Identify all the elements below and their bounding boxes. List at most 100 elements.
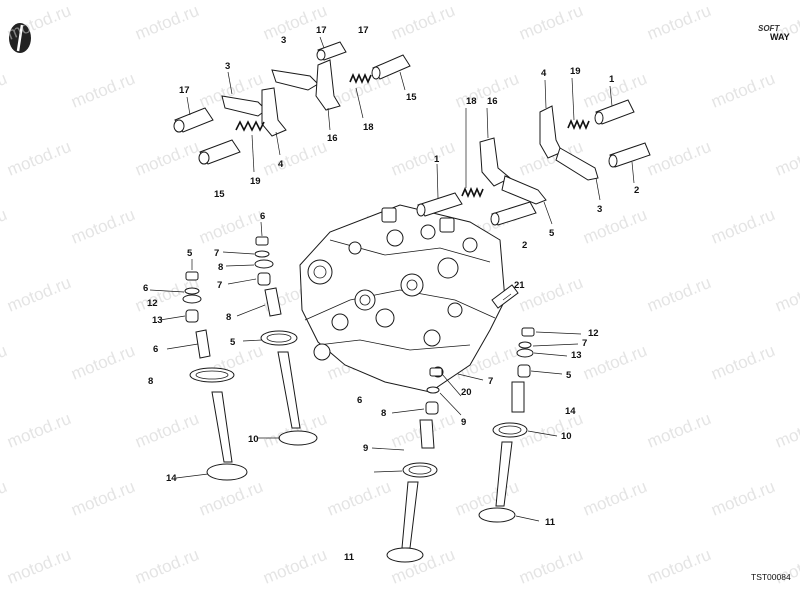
watermark-text: motod.ru [516, 1, 585, 44]
brand-way-text: WAY [770, 32, 790, 42]
part-callout-9: 9 [363, 443, 368, 454]
watermark-text: motod.ru [388, 137, 457, 180]
part-callout-11: 11 [344, 552, 355, 563]
watermark-text: motod.ru [68, 477, 137, 520]
logo-icon [9, 23, 31, 53]
watermark-text: motod.ru [580, 205, 649, 248]
part-callout-14: 14 [166, 473, 177, 484]
part-callout-4: 4 [278, 159, 284, 170]
part-callout-19: 19 [570, 66, 581, 77]
valve-assembly-right-inner [386, 367, 443, 563]
watermark-text: motod.ru [68, 205, 137, 248]
watermark-text: motod.ru [388, 1, 457, 44]
part-callout-12: 12 [147, 298, 158, 309]
part-callout-17: 17 [316, 25, 327, 36]
part-callout-7: 7 [214, 248, 219, 259]
part-callout-13: 13 [152, 315, 163, 326]
watermark-text: motod.ru [324, 477, 393, 520]
callout-leader-lines [149, 36, 635, 522]
rocker-springs [235, 72, 590, 199]
watermark-text: motod.ru [4, 1, 73, 44]
watermark-text: motod.ru [132, 137, 201, 180]
watermark-text: motod.ru [132, 409, 201, 452]
watermark-text: motod.ru [260, 1, 329, 44]
valve-assembly-right-outer [478, 327, 535, 523]
part-callout-8: 8 [148, 376, 153, 387]
watermark-text: motod.ru [0, 69, 10, 112]
part-callout-12: 12 [588, 328, 599, 339]
part-callout-18: 18 [466, 96, 477, 107]
part-callout-14: 14 [565, 406, 576, 417]
watermark-text: motod.ru [644, 409, 713, 452]
watermark-text: motod.ru [580, 477, 649, 520]
part-callout-9: 9 [461, 417, 466, 428]
part-callout-10: 10 [561, 431, 572, 442]
brand-logo [2, 20, 38, 56]
rocker-shafts [173, 41, 651, 226]
part-callout-1: 1 [609, 74, 615, 85]
part-callout-2: 2 [522, 240, 527, 251]
part-callout-5: 5 [230, 337, 236, 348]
part-callout-3: 3 [281, 35, 286, 46]
watermark-text: motod.ru [196, 205, 265, 248]
watermark-text: motod.ru [772, 273, 800, 316]
watermark-text: motod.ru [0, 205, 10, 248]
brand-soft-text: SOFT [758, 24, 780, 33]
part-callout-16: 16 [487, 96, 498, 107]
part-callout-8: 8 [218, 262, 223, 273]
part-callout-20: 20 [461, 387, 472, 398]
part-callout-7: 7 [582, 338, 587, 349]
watermark-text: motod.ru [708, 205, 777, 248]
part-callout-3: 3 [597, 204, 602, 215]
watermark-text: motod.ru [68, 341, 137, 384]
part-callout-1: 1 [434, 154, 440, 165]
watermark-text: motod.ru [196, 477, 265, 520]
watermark-text: motod.ru [708, 341, 777, 384]
watermark-text: motod.ru [708, 477, 777, 520]
watermark-text: motod.ru [772, 409, 800, 452]
part-callout-17: 17 [358, 25, 369, 36]
watermark-text: motod.ru [260, 545, 329, 588]
part-callout-15: 15 [406, 92, 417, 103]
part-callout-4: 4 [541, 68, 547, 79]
part-callout-16: 16 [327, 133, 338, 144]
part-callout-19: 19 [250, 176, 261, 187]
watermark-text: motod.ru [644, 545, 713, 588]
part-callout-5: 5 [566, 370, 572, 381]
watermark-text: motod.ru [132, 545, 201, 588]
drawing-id: TST00084 [751, 572, 791, 582]
watermark-text: motod.ru [708, 69, 777, 112]
part-callout-11: 11 [545, 517, 556, 528]
part-callout-7: 7 [217, 280, 222, 291]
part-callout-21: 21 [514, 280, 525, 291]
watermark-text: motod.ru [772, 137, 800, 180]
part-callout-6: 6 [153, 344, 158, 355]
part-callout-13: 13 [571, 350, 582, 361]
watermark-text: motod.ru [0, 477, 10, 520]
watermark-text: motod.ru [644, 137, 713, 180]
part-callout-6: 6 [143, 283, 148, 294]
part-callout-6: 6 [260, 211, 265, 222]
part-callout-8: 8 [226, 312, 231, 323]
part-callout-3: 3 [225, 61, 230, 72]
watermark-text: motod.ru [4, 273, 73, 316]
watermark-text: motod.ru [516, 545, 585, 588]
valve-assembly-left-outer [182, 271, 248, 481]
part-callout-15: 15 [214, 189, 225, 200]
watermark-text: motod.ru [260, 137, 329, 180]
part-callout-2: 2 [634, 185, 639, 196]
part-callout-10: 10 [248, 434, 259, 445]
watermark-text: motod.ru [644, 1, 713, 44]
watermark-text: motod.ru [68, 69, 137, 112]
watermark-text: motod.ru [0, 341, 10, 384]
valve-assembly-left-inner [254, 236, 318, 446]
part-callout-5: 5 [187, 248, 193, 259]
part-callout-8: 8 [381, 408, 386, 419]
watermark-text: motod.ru [580, 341, 649, 384]
part-callout-7: 7 [488, 376, 493, 387]
watermark-text: motod.ru [4, 137, 73, 180]
cylinder-head [299, 204, 519, 393]
part-callout-5: 5 [549, 228, 555, 239]
